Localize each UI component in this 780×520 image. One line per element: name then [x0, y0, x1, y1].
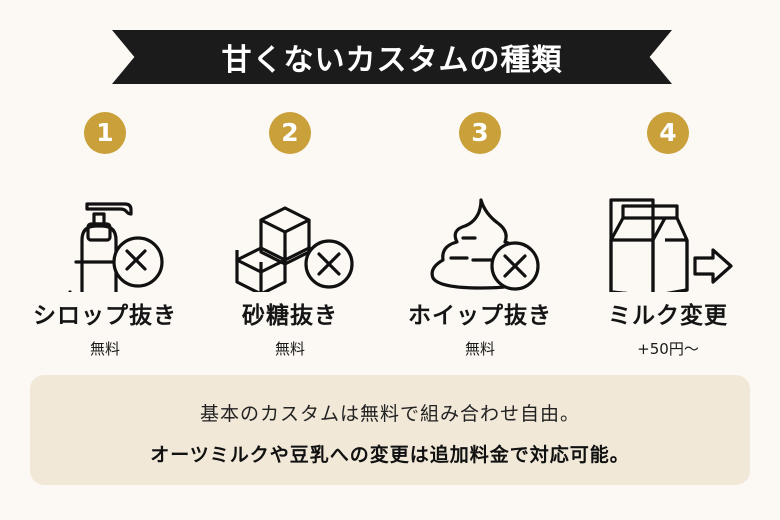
whipped-cream-x-icon	[385, 162, 575, 292]
option-price: 無料	[464, 340, 495, 358]
title-banner: 甘くないカスタムの種類	[112, 30, 672, 84]
info-text-milk-change: オーツミルクや豆乳への変更は追加料金で対応可能。	[150, 444, 630, 466]
option-item-whip: 3 ホイップ抜き 無料	[385, 112, 575, 359]
number-badge: 1	[84, 112, 126, 154]
number-badge: 4	[647, 112, 689, 154]
option-label: ホイップ抜き	[408, 303, 552, 329]
info-box: 基本のカスタムは無料で組み合わせ自由。 オーツミルクや豆乳への変更は追加料金で対…	[30, 375, 750, 485]
sugar-cubes-x-icon	[195, 162, 385, 292]
syrup-pump-bottle-x-icon	[10, 162, 200, 292]
info-text-basic: 基本のカスタムは無料で組み合わせ自由。	[199, 403, 580, 425]
option-label: ミルク変更	[608, 303, 728, 329]
option-item-syrup: 1 シロップ抜き 無料	[10, 112, 200, 359]
option-price: 無料	[274, 340, 305, 358]
option-label: シロップ抜き	[33, 303, 177, 329]
page-title: 甘くないカスタムの種類	[221, 43, 563, 78]
option-price: +50円〜	[637, 340, 699, 358]
option-item-sugar: 2 砂糖抜き 無料	[195, 112, 385, 359]
number-badge: 2	[269, 112, 311, 154]
option-item-milk: 4 ミルク変更 +50円〜	[573, 112, 763, 359]
option-label: 砂糖抜き	[242, 303, 338, 329]
number-badge: 3	[459, 112, 501, 154]
option-price: 無料	[89, 340, 120, 358]
milk-carton-arrow-icon	[573, 162, 763, 292]
